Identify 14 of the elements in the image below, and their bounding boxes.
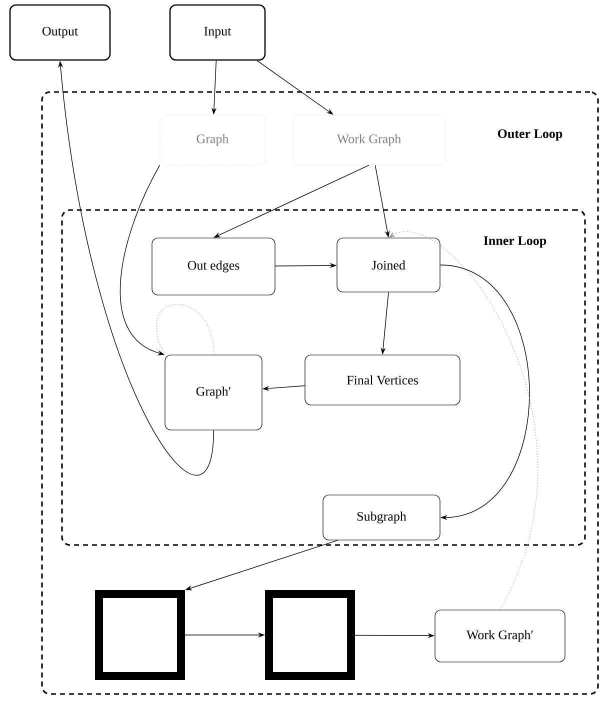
data-box: Work Graph <box>292 114 446 166</box>
io-box: Input <box>169 4 266 61</box>
process-box: Graph′ <box>164 354 262 430</box>
process-box <box>95 590 185 680</box>
io-box: Output <box>9 4 111 61</box>
data-box: Graph <box>160 114 266 166</box>
process-box: Out edges <box>152 238 276 296</box>
process-box <box>265 590 355 680</box>
process-box: Work Graph′ <box>434 610 566 662</box>
process-box: Final Vertices <box>304 354 460 406</box>
arrow <box>440 264 530 520</box>
process-box: Subgraph <box>322 494 440 540</box>
process-box: Joined <box>336 238 440 292</box>
connector-line <box>156 304 214 356</box>
